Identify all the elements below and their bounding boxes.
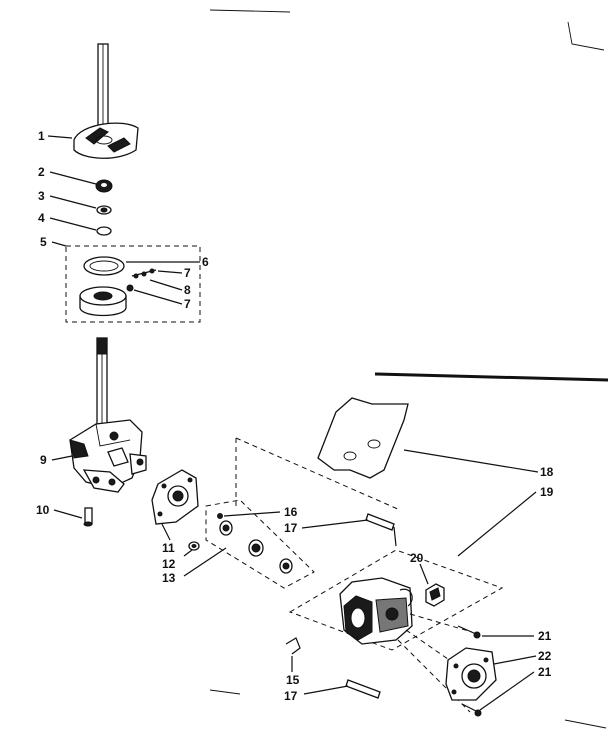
leader-lines bbox=[47, 135, 539, 711]
part-9-gearcase bbox=[69, 419, 147, 493]
callout-2: 2 bbox=[38, 165, 45, 179]
part-22-cover bbox=[445, 647, 497, 701]
part-17-pin-upper bbox=[365, 513, 397, 547]
callout-6: 6 bbox=[202, 255, 209, 269]
part-5-kit-box bbox=[65, 245, 201, 323]
callout-9: 9 bbox=[40, 453, 47, 467]
callout-7b: 7 bbox=[184, 297, 191, 311]
part-17-pin-lower bbox=[345, 679, 381, 699]
part-15-clip bbox=[285, 637, 301, 655]
callout-13: 13 bbox=[162, 571, 176, 585]
callout-22: 22 bbox=[538, 649, 552, 663]
part-13-bearings bbox=[219, 520, 293, 574]
assembly-guide-lines bbox=[235, 437, 401, 511]
callout-21-lower: 21 bbox=[538, 665, 552, 679]
scan-marks bbox=[209, 9, 608, 729]
part-10-bolt bbox=[83, 507, 93, 527]
callout-16: 16 bbox=[284, 505, 298, 519]
part-12-seal bbox=[188, 541, 200, 551]
callout-labels: 1 2 3 4 5 6 7 8 7 9 10 11 12 13 16 17 18… bbox=[36, 129, 554, 703]
callout-7a: 7 bbox=[184, 266, 191, 280]
callout-17-upper: 17 bbox=[284, 521, 298, 535]
callout-21-upper: 21 bbox=[538, 629, 552, 643]
part-13-kit-box bbox=[205, 499, 315, 589]
callout-12: 12 bbox=[162, 557, 176, 571]
callout-19: 19 bbox=[540, 485, 554, 499]
part-2-nut bbox=[95, 179, 113, 193]
lower-shaft bbox=[96, 337, 108, 437]
callout-15: 15 bbox=[286, 673, 300, 687]
callout-1: 1 bbox=[38, 129, 45, 143]
part-7-8-pins bbox=[126, 268, 157, 292]
part-11-plate bbox=[151, 469, 199, 525]
callout-17-lower: 17 bbox=[284, 689, 298, 703]
part-7-drum bbox=[79, 286, 127, 317]
part-4-washer bbox=[96, 226, 112, 236]
callout-8: 8 bbox=[184, 283, 191, 297]
callout-4: 4 bbox=[38, 211, 45, 225]
callout-11: 11 bbox=[162, 541, 175, 555]
part-16-small-part bbox=[217, 513, 223, 519]
callout-3: 3 bbox=[38, 189, 45, 203]
top-shaft bbox=[97, 43, 109, 135]
part-21-screw-lower bbox=[461, 703, 482, 717]
callout-10: 10 bbox=[36, 503, 50, 517]
part-3-washer bbox=[96, 205, 112, 215]
callout-20: 20 bbox=[410, 551, 424, 565]
part-20-clip bbox=[425, 583, 445, 607]
part-18-gasket bbox=[317, 397, 409, 479]
part-21-screw-upper bbox=[457, 625, 481, 639]
part-1-cam bbox=[73, 122, 139, 159]
callout-5: 5 bbox=[40, 235, 47, 249]
callout-18: 18 bbox=[540, 465, 554, 479]
pump-motor-body bbox=[339, 577, 413, 645]
part-6-spring-ring bbox=[83, 256, 125, 276]
